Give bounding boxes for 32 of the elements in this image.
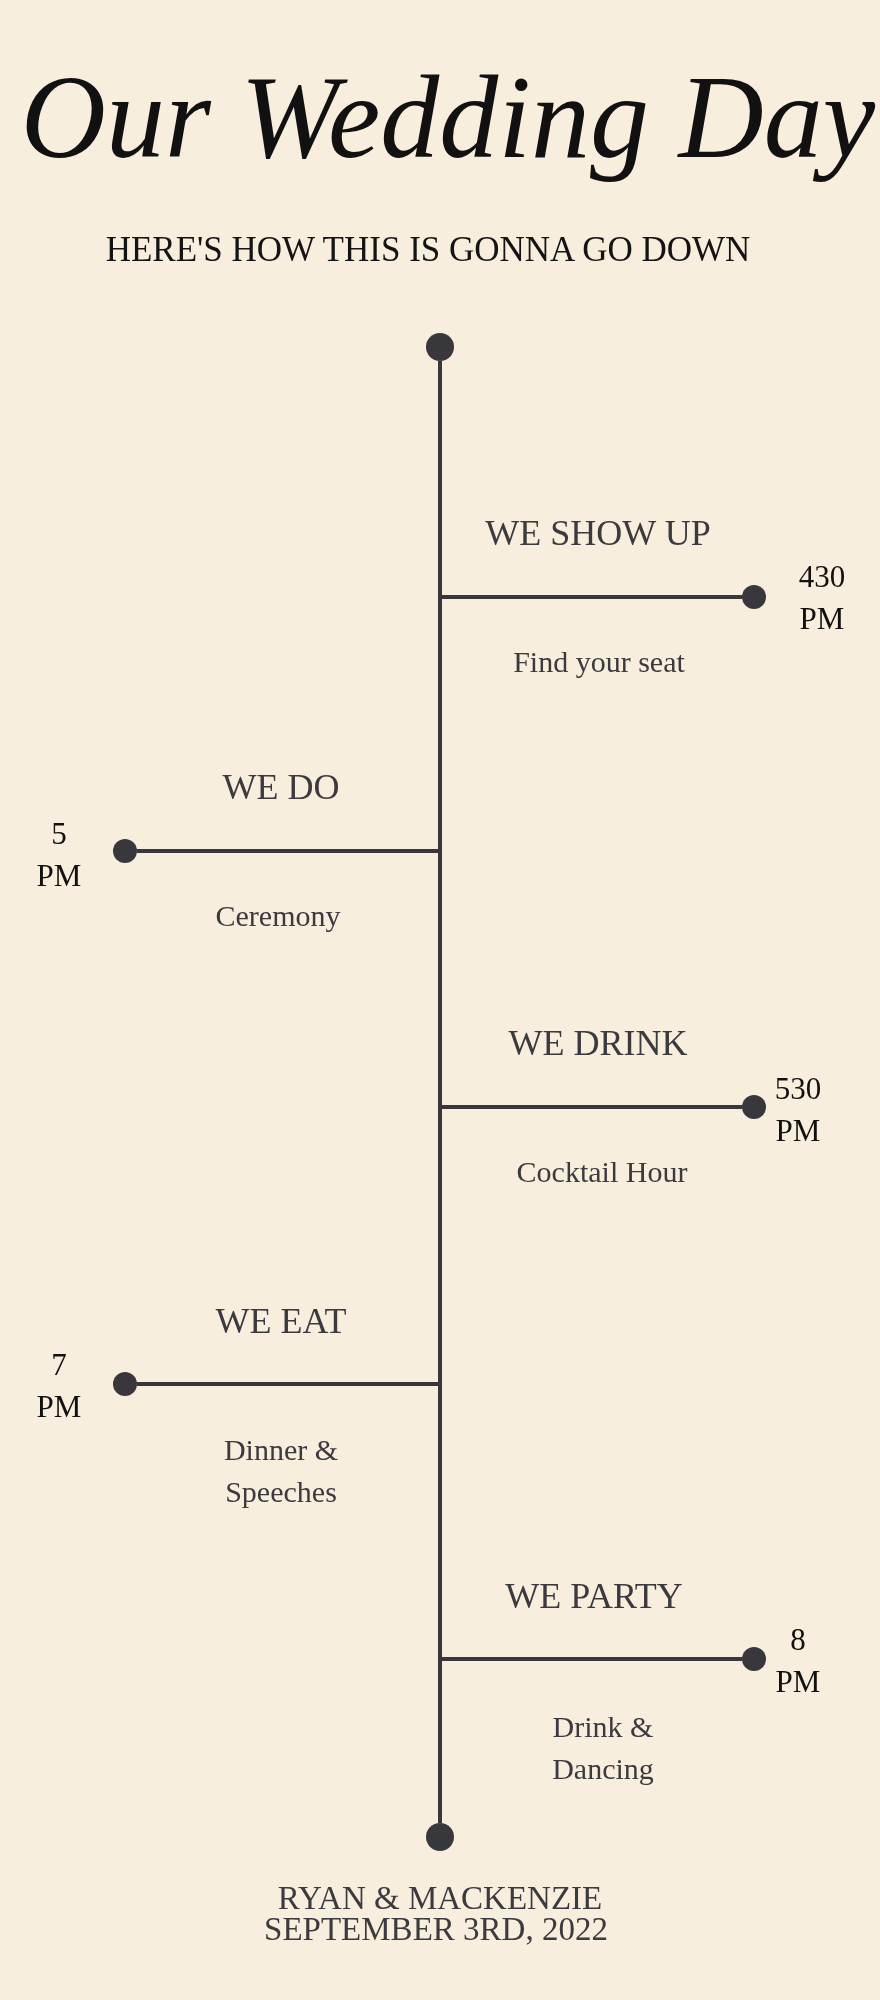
time-label: 7 PM [36, 1346, 82, 1426]
branch-line [137, 1382, 440, 1386]
timeline-dot [113, 839, 137, 863]
subtitle: HERE'S HOW THIS IS GONNA GO DOWN [105, 230, 751, 270]
timeline-dot [742, 585, 766, 609]
branch-line [440, 1657, 742, 1661]
event-description: Cocktail Hour [516, 1155, 688, 1189]
time-label: 5 PM [36, 815, 82, 895]
event-description: Ceremony [215, 899, 341, 933]
event-description: Dinner & Speeches [222, 1432, 340, 1510]
timeline-dot [426, 1823, 454, 1851]
timeline-dot [426, 333, 454, 361]
event-description: Drink & Dancing [551, 1709, 655, 1787]
event-heading: WE PARTY [505, 1575, 683, 1617]
event-heading: WE SHOW UP [485, 512, 711, 554]
branch-line [137, 849, 440, 853]
title: Our Wedding Day [20, 51, 876, 185]
event-date: SEPTEMBER 3RD, 2022 [264, 1912, 608, 1946]
couple-names: RYAN & MACKENZIE [277, 1881, 603, 1915]
event-heading: WE EAT [215, 1300, 347, 1342]
time-label: 430 PM [798, 558, 846, 638]
timeline-line [438, 361, 442, 1823]
branch-line [440, 595, 742, 599]
timeline-dot [113, 1372, 137, 1396]
event-description: Find your seat [513, 645, 685, 679]
time-label: 530 PM [774, 1070, 822, 1150]
time-label: 8 PM [775, 1621, 821, 1701]
timeline-dot [742, 1095, 766, 1119]
event-heading: WE DRINK [508, 1022, 688, 1064]
branch-line [440, 1105, 742, 1109]
timeline-dot [742, 1647, 766, 1671]
event-heading: WE DO [222, 766, 340, 808]
